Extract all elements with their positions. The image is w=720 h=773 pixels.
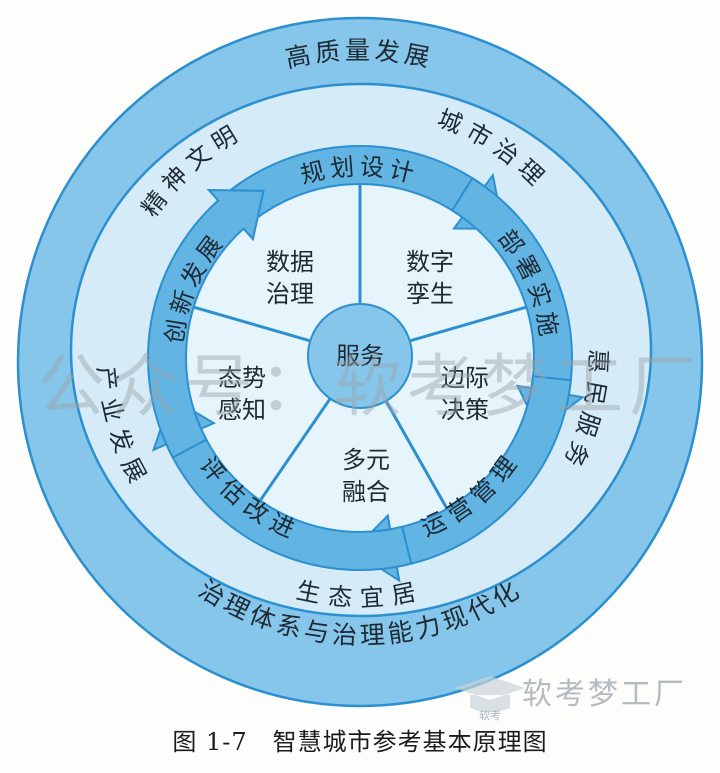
sector-label-line2: 治理 [266, 280, 314, 308]
spoke-line [383, 398, 450, 512]
sector-label-line1: 数字 [406, 248, 454, 276]
spoke-line [407, 305, 529, 343]
spoke-line [191, 305, 313, 343]
sector-label-line2: 融合 [342, 478, 390, 506]
sector-label-line1: 态势 [218, 364, 266, 392]
watermark: 公众号：软考梦工厂 [37, 348, 703, 427]
sector-label-line2: 感知 [218, 396, 266, 424]
logo-small-text: 软考 [479, 708, 501, 722]
sector-label-line2: 孪生 [406, 280, 454, 308]
center-circle [307, 303, 413, 409]
figure-caption: 图 1-7 智慧城市参考基本原理图 [172, 728, 548, 756]
graduation-cap-icon [455, 676, 525, 712]
center-label: 服务 [336, 342, 384, 370]
sector-label-line1: 数据 [266, 248, 314, 276]
sector-label-line2: 决策 [441, 396, 489, 424]
logo-text: 软考梦工厂 [522, 677, 687, 712]
cycle-arrows [147, 145, 585, 583]
cycle-arrow [222, 145, 505, 230]
logo: 软考 软考梦工厂 [455, 676, 687, 722]
sector-spokes [191, 182, 529, 512]
cycle-arrow [147, 189, 265, 459]
sector-label-line1: 多元 [342, 446, 390, 474]
spoke-line [257, 396, 333, 504]
sector-label-line1: 边际 [441, 364, 489, 392]
